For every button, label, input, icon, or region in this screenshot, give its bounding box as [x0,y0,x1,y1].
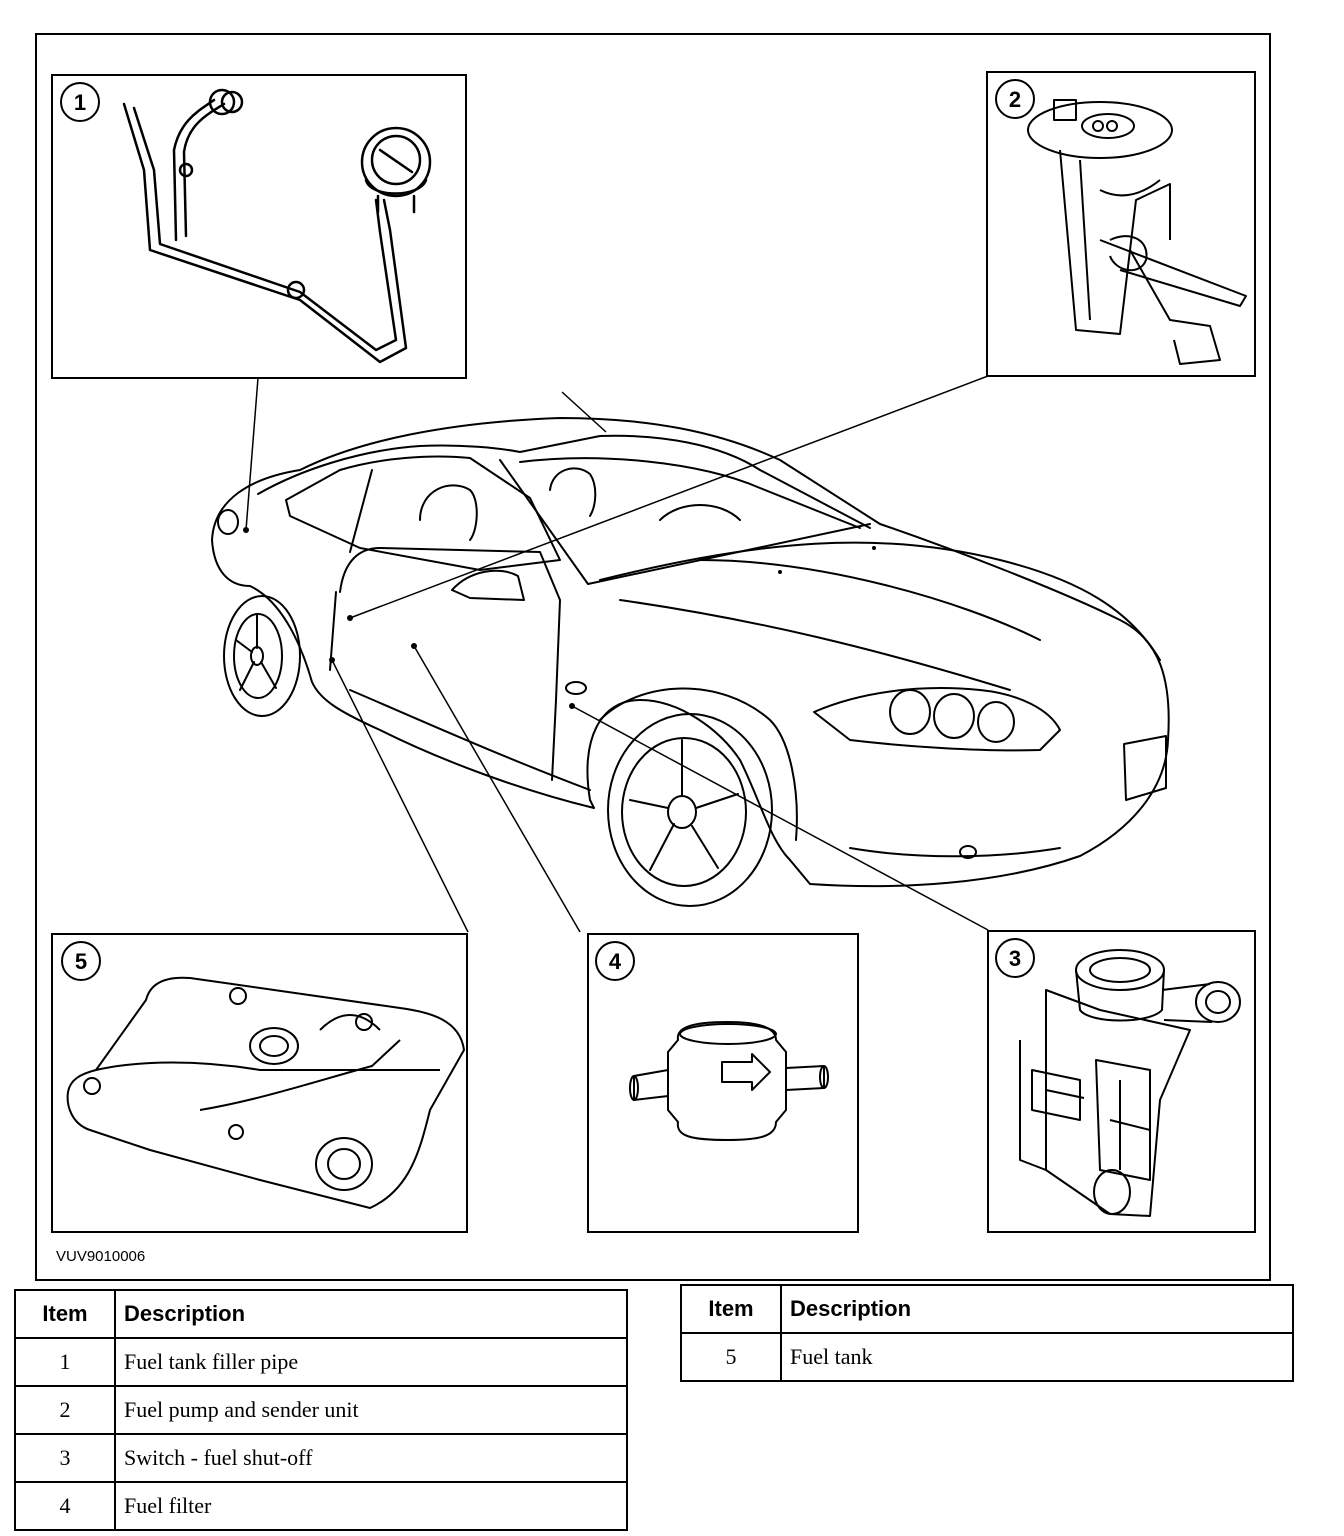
item-number: 2 [14,1385,116,1435]
panel-3-shutoff-switch [987,930,1256,1233]
callout-1-label: 1 [74,90,86,115]
legend-table-left: Item Description 1 Fuel tank filler pipe… [14,1289,628,1531]
car-illustration [211,417,1170,907]
item-description: Fuel tank filler pipe [114,1337,628,1387]
fuel-filter-icon [629,1021,829,1141]
callout-1-circle [60,82,100,122]
item-description: Fuel pump and sender unit [114,1385,628,1435]
figure-code: VUV9010006 [56,1248,146,1265]
callout-2-circle [995,79,1035,119]
item-number: 1 [14,1337,116,1387]
leader-lines [245,375,989,933]
legend-row: 2 Fuel pump and sender unit [14,1385,628,1435]
shutoff-switch-icon [1019,949,1241,1217]
figure-frame [35,33,1271,1281]
callout-5-label: 5 [75,949,87,974]
legend-table-right: Item Description 5 Fuel tank [680,1284,1294,1382]
car-callout-points [243,527,876,709]
legend-row: 5 Fuel tank [680,1332,1294,1382]
item-number: 4 [14,1481,116,1531]
fuel-pump-icon [1027,99,1247,365]
callout-3-circle [995,938,1035,978]
legend-header-row: Item Description [14,1289,628,1339]
callout-5-circle [61,941,101,981]
item-number: 5 [680,1332,782,1382]
callout-4-label: 4 [609,949,622,974]
item-column-header: Item [680,1284,782,1334]
item-description: Fuel tank [780,1332,1294,1382]
panel-4-fuel-filter [587,933,859,1233]
item-number: 3 [14,1433,116,1483]
legend-row: 4 Fuel filter [14,1481,628,1531]
legend-header-row: Item Description [680,1284,1294,1334]
panel-2-fuel-pump [986,71,1256,377]
description-column-header: Description [780,1284,1294,1334]
panel-5-fuel-tank [51,933,468,1233]
callout-4-circle [595,941,635,981]
item-description: Fuel filter [114,1481,628,1531]
callout-3-label: 3 [1009,946,1021,971]
filler-pipe-icon [122,88,432,364]
legend-row: 3 Switch - fuel shut-off [14,1433,628,1483]
item-description: Switch - fuel shut-off [114,1433,628,1483]
panel-1-filler-pipe [51,74,467,379]
description-column-header: Description [114,1289,628,1339]
callout-2-label: 2 [1009,87,1021,112]
item-column-header: Item [14,1289,116,1339]
legend-row: 1 Fuel tank filler pipe [14,1337,628,1387]
fuel-tank-icon [66,976,465,1209]
